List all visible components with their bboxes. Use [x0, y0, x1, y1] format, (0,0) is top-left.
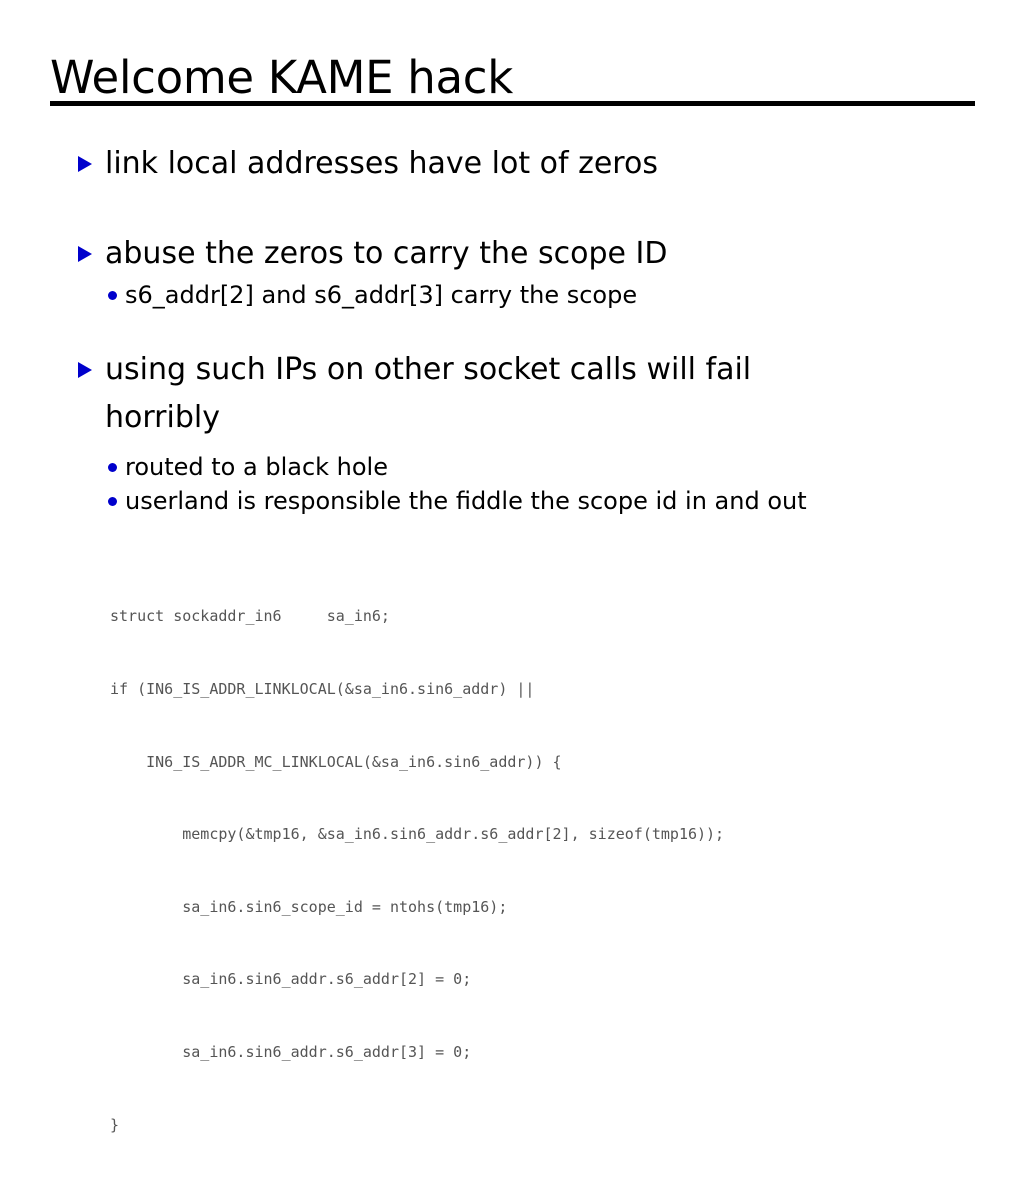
code-line: sa_in6.sin6_addr.s6_addr[2] = 0; [110, 970, 472, 989]
code-line: memcpy(&tmp16, &sa_in6.sin6_addr.s6_addr… [110, 825, 725, 844]
slide-canvas: Welcome KAME hack link local addresses h… [0, 51, 1024, 1134]
title-underline-rule [50, 101, 975, 106]
bullet-level1-using-such-ips: using such IPs on other socket calls wil… [0, 346, 1024, 442]
slide-body: link local addresses have lot of zeros a… [0, 140, 1024, 518]
page-title: Welcome KAME hack [50, 51, 514, 104]
code-line: sa_in6.sin6_scope_id = ntohs(tmp16); [110, 897, 508, 916]
bullet-level2-black-hole: routed to a black hole [0, 450, 1024, 484]
bullet-level1-link-local: link local addresses have lot of zeros [0, 140, 1024, 188]
code-line: if (IN6_IS_ADDR_LINKLOCAL(&sa_in6.sin6_a… [110, 680, 535, 699]
bullet-level1-abuse-zeros: abuse the zeros to carry the scope ID [0, 230, 1024, 278]
bullet-level2-s6-addr: s6_addr[2] and s6_addr[3] carry the scop… [0, 278, 1024, 312]
dot-bullet-icon [108, 463, 117, 472]
code-line: sa_in6.sin6_addr.s6_addr[3] = 0; [110, 1043, 472, 1062]
code-line: IN6_IS_ADDR_MC_LINKLOCAL(&sa_in6.sin6_ad… [110, 752, 562, 771]
bullet-level2-userland: userland is responsible the fiddle the s… [0, 484, 1024, 518]
bullet-text: routed to a black hole [125, 453, 388, 481]
code-line: } [110, 1115, 120, 1134]
dot-bullet-icon [108, 291, 117, 300]
triangle-right-icon [78, 156, 92, 172]
bullet-text: userland is responsible the fiddle the s… [125, 487, 807, 515]
title-block: Welcome KAME hack [50, 52, 980, 104]
triangle-right-icon [78, 362, 92, 378]
dot-bullet-icon [108, 497, 117, 506]
spacer [0, 312, 1024, 346]
spacer [0, 188, 1024, 230]
code-sample: struct sockaddr_in6 sa_in6; if (IN6_IS_A… [110, 556, 724, 1185]
spacer [0, 442, 1024, 450]
bullet-text: s6_addr[2] and s6_addr[3] carry the scop… [125, 281, 638, 309]
code-line: struct sockaddr_in6 sa_in6; [110, 607, 390, 626]
bullet-text: link local addresses have lot of zeros [105, 146, 658, 181]
bullet-text: using such IPs on other socket calls wil… [105, 352, 752, 435]
triangle-right-icon [78, 246, 92, 262]
bullet-text: abuse the zeros to carry the scope ID [105, 236, 668, 271]
